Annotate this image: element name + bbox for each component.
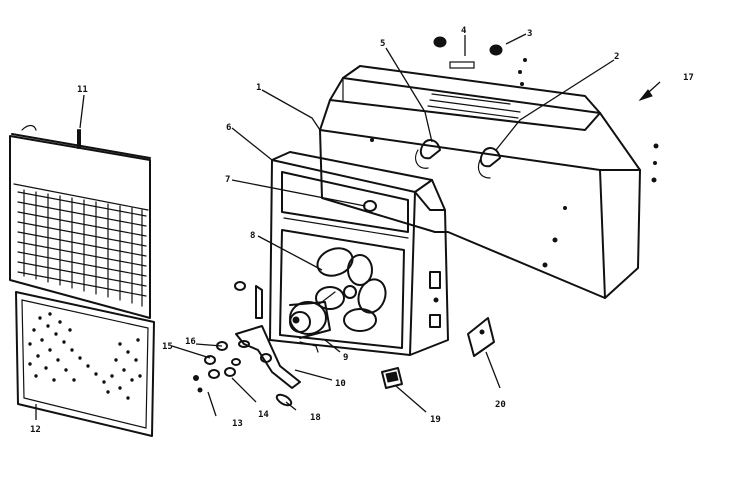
- front-chassis: [269, 151, 449, 356]
- switch-block: [381, 367, 403, 389]
- callout-9: 9: [343, 353, 348, 363]
- callout-5: 5: [380, 39, 385, 49]
- hardware-set: [193, 340, 293, 407]
- callout-6: 6: [226, 123, 231, 133]
- front-grille: [9, 124, 151, 319]
- fan-motor: [289, 291, 336, 339]
- callout-15: 15: [162, 342, 173, 352]
- callout-13: 13: [232, 419, 243, 429]
- callout-labels: 1 2 3 4 5 6 7 8 9 10 11 12 13 14 15 16 1…: [30, 26, 694, 435]
- callout-14: 14: [258, 410, 269, 420]
- housing-top-slot: [449, 61, 475, 69]
- callout-19: 19: [430, 415, 441, 425]
- callout-8: 8: [250, 231, 255, 241]
- callout-3: 3: [527, 29, 532, 39]
- callout-2: 2: [614, 52, 619, 62]
- knob-icon: [433, 36, 447, 48]
- callout-18: 18: [310, 413, 321, 423]
- control-knob-icon: [363, 200, 377, 212]
- callout-17: 17: [683, 73, 694, 83]
- knob-icon: [489, 44, 503, 56]
- callout-11: 11: [77, 85, 88, 95]
- filter-screen: [15, 291, 155, 437]
- leader-lines: [35, 33, 661, 420]
- callout-7: 7: [225, 175, 230, 185]
- callout-1: 1: [256, 83, 261, 93]
- thermostat-bulb-icon: [419, 139, 441, 160]
- callout-4: 4: [461, 26, 467, 36]
- callout-10: 10: [335, 379, 346, 389]
- callout-20: 20: [495, 400, 506, 410]
- callout-12: 12: [30, 425, 41, 435]
- cover-plate: [467, 317, 495, 357]
- thermostat-bulb-icon: [479, 147, 501, 168]
- motor-bracket: [234, 281, 319, 389]
- rear-housing: [319, 36, 659, 299]
- callout-16: 16: [185, 337, 196, 347]
